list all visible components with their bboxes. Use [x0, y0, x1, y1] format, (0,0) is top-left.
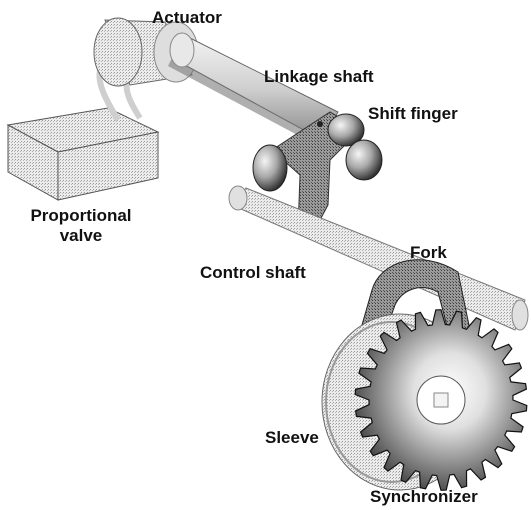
label-proportional-valve-line1: Proportional	[8, 206, 154, 226]
label-synchronizer: Synchronizer	[370, 487, 478, 507]
proportional-valve-part	[8, 108, 158, 200]
label-actuator: Actuator	[152, 8, 222, 28]
label-sleeve: Sleeve	[265, 428, 319, 448]
label-linkage-shaft: Linkage shaft	[264, 67, 374, 87]
label-proportional-valve: Proportional valve	[8, 206, 154, 246]
label-fork: Fork	[410, 243, 447, 263]
label-control-shaft: Control shaft	[200, 263, 306, 283]
label-proportional-valve-line2: valve	[8, 226, 154, 246]
label-shift-finger: Shift finger	[368, 104, 458, 124]
